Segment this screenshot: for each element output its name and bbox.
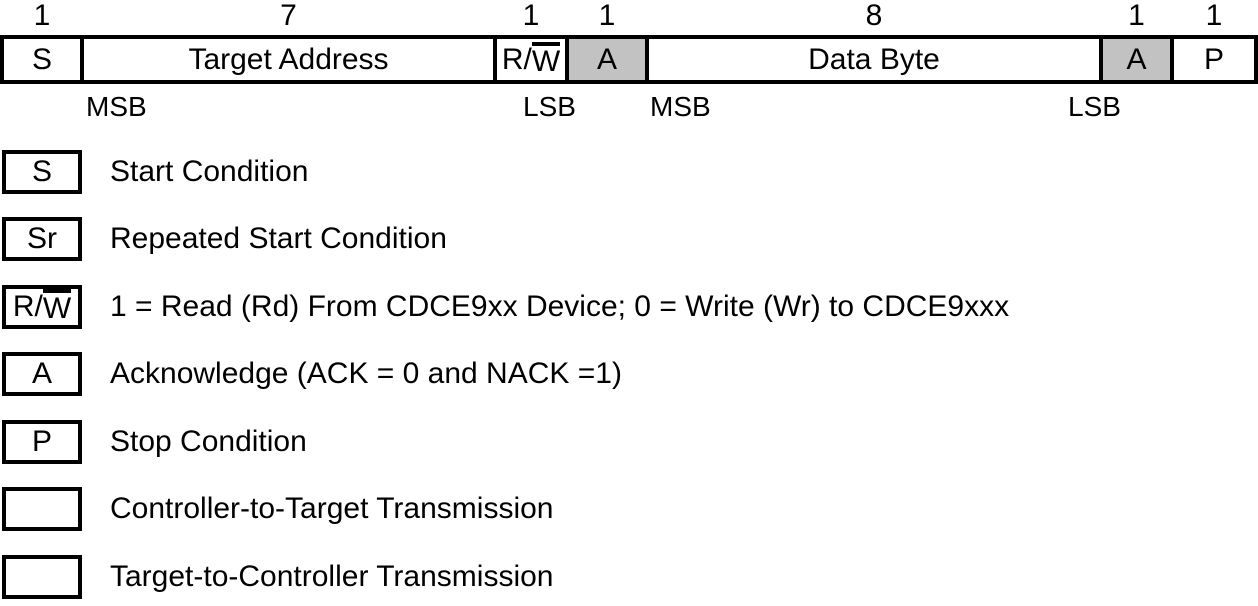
ack-symbol-box: A (2, 352, 82, 396)
frame-cell-stop: P (1203, 42, 1224, 76)
target-to-controller-swatch (2, 555, 82, 599)
bit-count-row: 1 7 1 1 8 1 1 (4, 0, 1254, 35)
lsb-label-data: LSB (1068, 91, 1121, 122)
frame-cell-ack1: A (569, 39, 649, 80)
rw-prefix: R/ (12, 290, 43, 323)
frame-cell-target-address: Target Address (84, 39, 497, 80)
bit-count-data-byte: 8 (865, 0, 883, 32)
rw-symbol-box: R/W (2, 285, 82, 329)
legend-item-target-to-controller: Target-to-Controller Transmission (2, 555, 553, 599)
start-symbol-box: S (2, 150, 82, 194)
bit-count-target-address: 7 (280, 0, 297, 32)
bit-count-ack2: 1 (1128, 0, 1145, 32)
legend-item-label: 1 = Read (Rd) From CDCE9xx Device; 0 = W… (110, 290, 1010, 323)
legend-item-repeated-start: Sr Repeated Start Condition (2, 217, 447, 261)
frame-cell-rw: R/W (497, 39, 569, 80)
legend-item-ack: A Acknowledge (ACK = 0 and NACK =1) (2, 352, 622, 396)
msb-label-address: MSB (86, 91, 147, 122)
legend-item-label: Acknowledge (ACK = 0 and NACK =1) (110, 357, 622, 390)
legend-item-label: Start Condition (110, 155, 309, 188)
legend-item-label: Controller-to-Target Transmission (110, 492, 554, 525)
bit-count-ack1: 1 (598, 0, 616, 32)
legend-item-label: Repeated Start Condition (110, 222, 447, 255)
msb-label-data: MSB (650, 91, 711, 122)
rw-overline: W (531, 41, 561, 78)
bit-count-start: 1 (33, 0, 51, 32)
rw-prefix: R/ (501, 42, 532, 76)
frame-cell-ack2: A (1103, 39, 1174, 80)
repeated-start-symbol-box: Sr (2, 217, 82, 261)
legend-item-controller-to-target: Controller-to-Target Transmission (2, 487, 553, 531)
i2c-frame: S Target Address R/W A Data Byte A P (0, 35, 1258, 84)
lsb-label-address: LSB (523, 91, 576, 122)
bit-count-rw: 1 (522, 0, 540, 32)
bit-count-stop: 1 (1205, 0, 1223, 32)
legend-item-start: S Start Condition (2, 150, 308, 194)
frame-cell-data-byte: Data Byte (649, 39, 1103, 80)
legend-item-stop: P Stop Condition (2, 420, 307, 464)
rw-overline: W (42, 289, 72, 325)
frame-cell-start: S (4, 39, 84, 80)
legend-item-label: Target-to-Controller Transmission (110, 560, 554, 593)
legend-item-label: Stop Condition (110, 425, 307, 458)
controller-to-target-swatch (2, 487, 82, 531)
legend-item-rw: R/W 1 = Read (Rd) From CDCE9xx Device; 0… (2, 285, 1009, 329)
stop-symbol-box: P (2, 420, 82, 464)
